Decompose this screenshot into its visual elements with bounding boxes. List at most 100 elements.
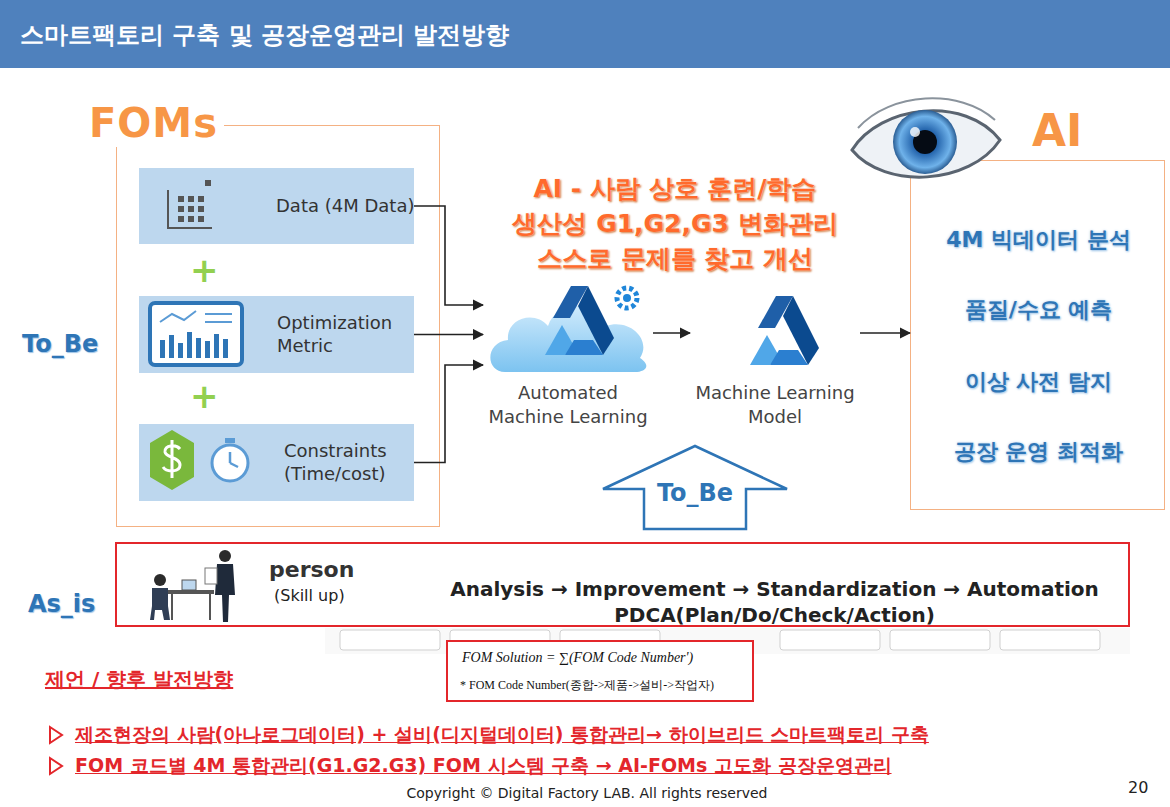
desk-leg [171,594,173,620]
chart-bar [196,338,201,358]
group-heading: FOMs [83,99,224,147]
state-label: To_Be [22,330,98,359]
standing-body [215,564,235,622]
flow-connector [653,332,690,334]
building-cell [188,196,194,202]
seated-head [154,574,166,586]
standing-head [219,550,231,562]
document-sheet [205,568,217,584]
capability-item: 품질/수요 예측 [911,297,1166,323]
ml-model-icon [750,296,819,365]
eye-pupil [913,130,937,154]
highlight-text: 스스로 문제를 찾고 개선 [440,244,910,274]
ml-logo-part [578,286,614,355]
capability-item: 이상 사전 탐지 [911,369,1166,395]
chart-icon [150,303,242,365]
building-cell [188,206,194,212]
desk-leg [209,594,211,620]
ml-logo-part [545,325,574,355]
page-number: 20 [1128,778,1148,797]
dollar-symbol [163,440,180,478]
ai-eye-image [852,98,1000,177]
chart-bar [205,341,210,358]
strip-cell [1000,630,1100,650]
input-box: Data (4M Data) [139,168,414,244]
title-bar: 스마트팩토리 구축 및 공장운영관리 발전방향 [0,0,1170,68]
arrow-label: To_Be [600,479,790,508]
strip-cell [780,630,880,650]
gear-icon [617,288,637,308]
up-arrow-shape: To_Be [600,443,790,531]
box-label: Constraints (Time/cost) [284,439,409,485]
group-heading: AI [1026,105,1088,158]
pdca-text: PDCA(Plan/Do/Check/Action) [422,603,1127,627]
chart-bars [160,332,228,358]
chart-bar [214,334,219,358]
ml-logo-part [553,286,588,318]
building-cell [188,216,194,222]
ml-logo-part [750,335,779,365]
flow-connector [860,332,910,334]
desk-top [168,590,214,594]
process-flow-text: Analysis → Improvement → Standardization… [422,577,1127,601]
stopwatch-crown [225,438,235,443]
bullet-marker [50,727,62,743]
plus-sign: + [190,376,219,417]
eye-shape [852,111,1000,177]
eye-iris [893,110,957,174]
highlight-text: AI - 사람 상호 훈련/학습 [440,174,910,204]
strip-cell [340,630,440,650]
automl-cloud-icon [490,286,646,372]
building-cell [178,216,184,222]
skill-label: (Skill up) [274,586,345,605]
seated-body [150,588,170,620]
laptop [182,580,196,590]
copyright-note: Copyright © Digital Factory LAB. All rig… [337,785,837,802]
stopwatch-hand [230,463,238,467]
chart-slider [205,321,232,323]
as-is-box: person (Skill up) Analysis → Improvement →… [115,542,1130,627]
group-box: AI4M 빅데이터 분석품질/수요 예측이상 사전 탐지공장 운영 최적화 [910,160,1165,510]
ml-logo-part [783,296,819,365]
building-cell [198,206,204,212]
flow-connector [414,365,483,463]
cost-time-icon [150,430,248,490]
person-label: person [269,557,354,583]
formula-note: * FOM Code Number(종합->제품->설비->작업자) [460,678,714,692]
ml-logo-part [758,296,793,328]
gear-hub [623,294,631,302]
cost-hexagon [150,430,194,490]
chart-slider [205,313,232,315]
flow-connector [414,334,483,336]
strip-cell [890,630,990,650]
process-label: Machine Learning Model [690,381,860,429]
ml-logo-part [770,350,808,365]
input-box: Optimization Metric [139,296,414,373]
building-icon [168,180,212,228]
building-cell [178,206,184,212]
bullet-text: FOM 코드별 4M 통합관리(G1.G2.G3) FOM 시스템 구축 → A… [75,754,892,777]
highlight-text: 생산성 G1,G2,G3 변화관리 [440,209,910,239]
chart-bar [160,340,165,358]
group-box: FOMsData (4M Data)Optimization MetricCon… [116,125,440,527]
building-cell [198,216,204,222]
slide-title: 스마트팩토리 구축 및 공장운영관리 발전방향 [20,19,509,51]
process-node: Machine Learning Model [690,278,860,430]
box-label: Data (4M Data) [276,195,414,217]
section-heading: 제언 / 향후 발전방향 [45,667,233,691]
state-label: As_is [28,590,95,619]
chart-bar [187,332,192,358]
building-cell [198,196,204,202]
formula-text: FOM Solution = ∑(FOM Code Number') [462,650,693,667]
flow-connector [414,206,483,305]
building-outline [168,190,212,228]
chart-line [160,311,196,322]
process-node: Automated Machine Learning [483,278,653,430]
formula-box: FOM Solution = ∑(FOM Code Number') * FOM … [446,640,754,702]
plus-sign: + [190,250,219,291]
building-cell [178,196,184,202]
capability-item: 공장 운영 최적화 [911,439,1166,465]
input-box: Constraints (Time/cost) [139,424,414,501]
box-label: Optimization Metric [277,311,417,357]
